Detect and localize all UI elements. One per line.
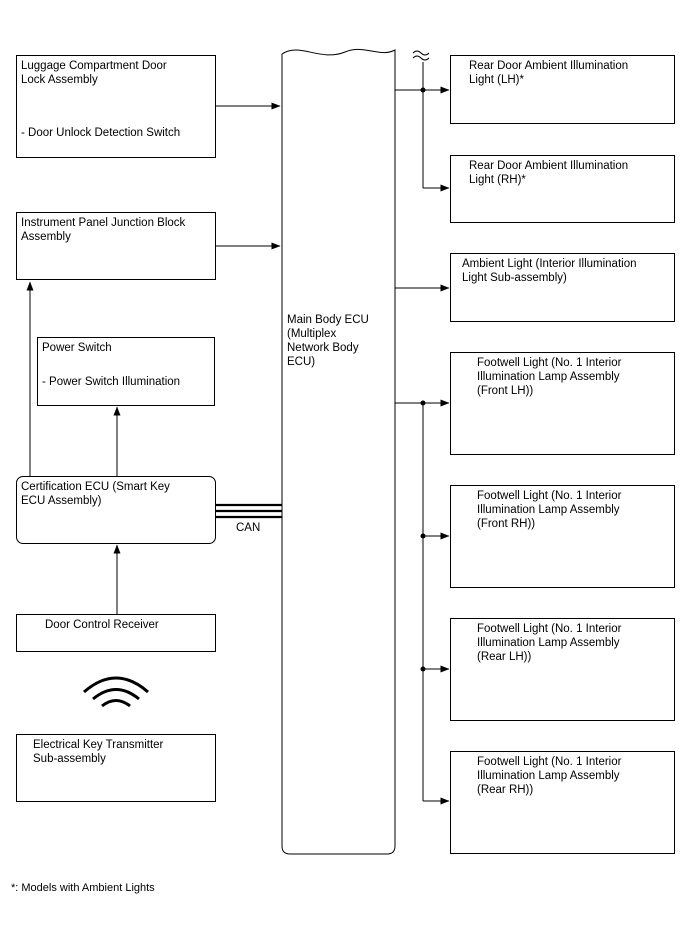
footwell-front-lh-label: Footwell Light (No. 1 Interior Illuminat… [477,357,622,397]
footwell-front-rh-label: Footwell Light (No. 1 Interior Illuminat… [477,490,622,530]
footwell-front-rh-box: Footwell Light (No. 1 Interior Illuminat… [450,485,675,588]
certification-ecu-box: Certification ECU (Smart Key ECU Assembl… [16,476,216,544]
footwell-rear-rh-label: Footwell Light (No. 1 Interior Illuminat… [477,756,622,796]
rear-door-lh-label: Rear Door Ambient Illumination Light (LH… [469,60,629,86]
rear-door-rh-box: Rear Door Ambient Illumination Light (RH… [450,155,675,223]
rear-door-rh-label: Rear Door Ambient Illumination Light (RH… [469,160,629,186]
footwell-rear-rh-box: Footwell Light (No. 1 Interior Illuminat… [450,751,675,854]
footnote: *: Models with Ambient Lights [11,882,155,894]
ambient-light-box: Ambient Light (Interior Illumination Lig… [450,253,675,322]
luggage-door-lock-box: Luggage Compartment Door Lock Assembly -… [16,55,216,158]
junction-block-title: Instrument Panel Junction Block Assembly [21,217,186,243]
rear-door-lh-box: Rear Door Ambient Illumination Light (LH… [450,55,675,124]
wireless-signal-icon [83,676,149,708]
footwell-rear-lh-label: Footwell Light (No. 1 Interior Illuminat… [477,623,622,663]
power-switch-box: Power Switch - Power Switch Illumination [37,337,215,406]
electrical-key-transmitter-box: Electrical Key Transmitter Sub-assembly [16,734,216,802]
ambient-light-label: Ambient Light (Interior Illumination Lig… [462,258,637,284]
can-bus [216,503,282,519]
footwell-rear-lh-box: Footwell Light (No. 1 Interior Illuminat… [450,618,675,721]
luggage-door-lock-title: Luggage Compartment Door Lock Assembly [21,60,167,86]
main-body-ecu-box [281,48,396,855]
power-switch-sub: - Power Switch Illumination [42,376,181,388]
junction-block-box: Instrument Panel Junction Block Assembly [16,212,216,280]
electrical-key-transmitter-title: Electrical Key Transmitter Sub-assembly [33,739,164,765]
power-switch-title: Power Switch [42,342,112,354]
door-control-receiver-title: Door Control Receiver [45,619,159,631]
break-symbol [412,50,430,61]
door-control-receiver-box: Door Control Receiver [16,614,216,652]
luggage-door-lock-sub: - Door Unlock Detection Switch [21,127,181,139]
main-body-ecu-label: Main Body ECU (Multiplex Network Body EC… [287,314,369,368]
certification-ecu-title: Certification ECU (Smart Key ECU Assembl… [21,481,170,507]
footwell-front-lh-box: Footwell Light (No. 1 Interior Illuminat… [450,352,675,455]
can-label: CAN [236,522,261,534]
